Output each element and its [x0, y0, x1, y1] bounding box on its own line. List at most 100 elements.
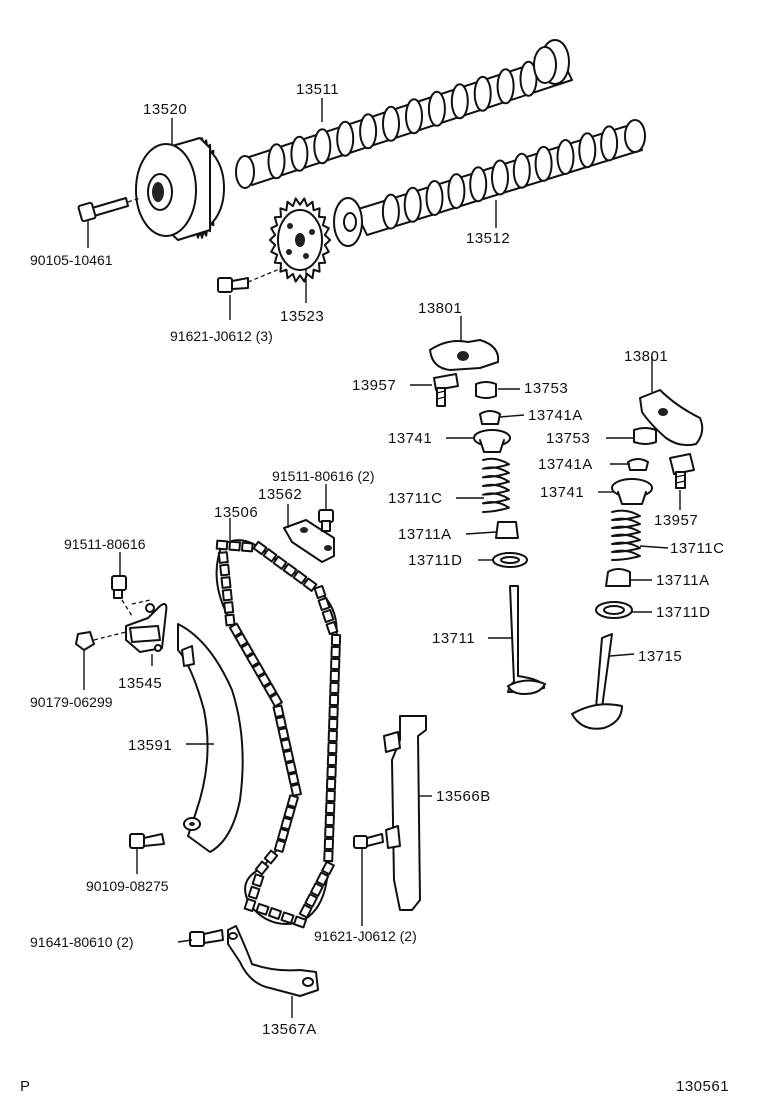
bolt-90105-10461[interactable]	[77, 197, 129, 223]
label-13741A-left: 13741A	[528, 407, 583, 424]
valve-13711[interactable]	[507, 585, 546, 695]
label-13753-right: 13753	[546, 430, 590, 447]
cam-lobe	[313, 128, 332, 165]
chain-link	[298, 903, 313, 919]
rocker-arm-13801-left[interactable]	[429, 339, 500, 371]
cam-lobe	[600, 125, 619, 162]
label-91621-J0612-2: 91621-J0612 (2)	[314, 928, 417, 944]
chain-link	[215, 539, 229, 551]
chain-link	[321, 860, 335, 876]
cam-lobe	[556, 139, 575, 175]
camshaft-13512[interactable]	[333, 119, 646, 247]
cam-lobe	[519, 60, 538, 97]
vvt-gear-13520[interactable]	[135, 137, 225, 241]
chain-link	[292, 915, 308, 929]
lash-adjuster-13957-right[interactable]	[669, 453, 695, 489]
chain-link	[276, 827, 290, 842]
bolt-91621-J0612-2[interactable]	[353, 833, 384, 849]
lash-adjuster-13957-left[interactable]	[433, 373, 459, 407]
chain-link	[280, 738, 292, 752]
cap-13753-right[interactable]	[633, 427, 657, 445]
camshaft-13511[interactable]	[235, 39, 573, 189]
label-13523: 13523	[280, 308, 324, 325]
cam-lobe	[405, 98, 423, 135]
label-13512: 13512	[466, 230, 510, 247]
cam-lobe	[534, 145, 553, 182]
label-13741-left: 13741	[388, 430, 432, 447]
label-91621-J0612-3: 91621-J0612 (3)	[170, 328, 273, 344]
chain-link	[325, 777, 337, 791]
spring-13711C-right[interactable]	[611, 509, 641, 561]
cam-lobe	[425, 180, 444, 216]
chain-link	[285, 760, 297, 775]
chain-link	[263, 849, 279, 865]
cam-lobe	[290, 135, 309, 172]
chain-link	[221, 588, 233, 602]
cap-13753-left[interactable]	[475, 381, 497, 399]
chain-link	[246, 652, 260, 668]
chain-link	[257, 672, 272, 688]
chain-link	[324, 825, 335, 839]
cam-lobe	[469, 166, 488, 203]
chain-link	[328, 717, 339, 731]
label-91511-80616-2: 91511-80616 (2)	[272, 468, 374, 484]
bolt-91621-J0612[interactable]	[217, 277, 249, 293]
label-90105-10461: 90105-10461	[30, 252, 113, 268]
chain-link	[282, 562, 298, 578]
label-13511: 13511	[296, 81, 339, 98]
label-13711A-left: 13711A	[398, 526, 452, 543]
seal-13711A-right[interactable]	[605, 568, 631, 587]
rocker-arm-13801-right[interactable]	[639, 389, 704, 447]
label-13711: 13711	[432, 630, 475, 647]
cam-lobe	[382, 105, 400, 142]
bolt-90109-08275[interactable]	[129, 833, 165, 849]
spring-13711C-left[interactable]	[482, 457, 510, 513]
nut-90179-06299[interactable]	[75, 631, 95, 651]
seal-13711A-left[interactable]	[495, 521, 519, 539]
chain-link	[329, 681, 340, 695]
timing-chain-13506[interactable]	[215, 539, 342, 929]
label-13520: 13520	[143, 101, 187, 118]
chain-link	[325, 789, 336, 803]
retainer-13741-left[interactable]	[473, 429, 511, 453]
chain-guide-13566B[interactable]	[383, 715, 427, 911]
retainer-13741-right[interactable]	[611, 478, 653, 505]
cam-lobe	[512, 152, 531, 189]
chain-link	[330, 657, 341, 671]
chain-tensioner-13545[interactable]	[125, 603, 168, 653]
chain-link	[283, 805, 296, 820]
chain-link	[302, 577, 318, 592]
chain-link	[255, 902, 270, 916]
chain-link	[315, 871, 330, 887]
chain-link	[219, 563, 231, 577]
chain-link	[223, 601, 235, 614]
chain-link	[272, 704, 285, 719]
keeper-13741A-right[interactable]	[627, 458, 649, 471]
chain-link	[317, 596, 331, 612]
part-labels: 13520 13511 13512 90105-10461 13523 9162…	[20, 81, 729, 1095]
cam-lobe	[267, 143, 286, 180]
label-13741-right: 13741	[540, 484, 584, 501]
label-13711C-right: 13711C	[670, 540, 724, 557]
bolt-91641-80610[interactable]	[189, 929, 224, 947]
chain-link	[304, 893, 319, 908]
chain-link	[287, 772, 300, 786]
sprocket-13523[interactable]	[269, 197, 331, 283]
label-91511-80616: 91511-80616	[64, 536, 146, 552]
chain-link	[327, 729, 338, 743]
bolt-91511-80616-2[interactable]	[318, 509, 334, 532]
chain-link	[329, 669, 340, 683]
seat-13711D-left[interactable]	[492, 552, 528, 568]
valve-13715[interactable]	[571, 633, 623, 730]
keeper-13741A-left[interactable]	[479, 410, 501, 425]
label-91641-80610: 91641-80610 (2)	[30, 934, 134, 950]
chain-guide-13567A[interactable]	[227, 925, 319, 997]
seat-13711D-right[interactable]	[595, 601, 633, 619]
chain-link	[292, 570, 308, 585]
chain-link	[234, 632, 249, 648]
chain-link	[326, 753, 338, 767]
tensioner-slipper-13591[interactable]	[177, 623, 244, 853]
label-13801-right: 13801	[624, 348, 668, 365]
chain-link	[243, 898, 257, 912]
bolt-91511-80616[interactable]	[111, 575, 127, 599]
